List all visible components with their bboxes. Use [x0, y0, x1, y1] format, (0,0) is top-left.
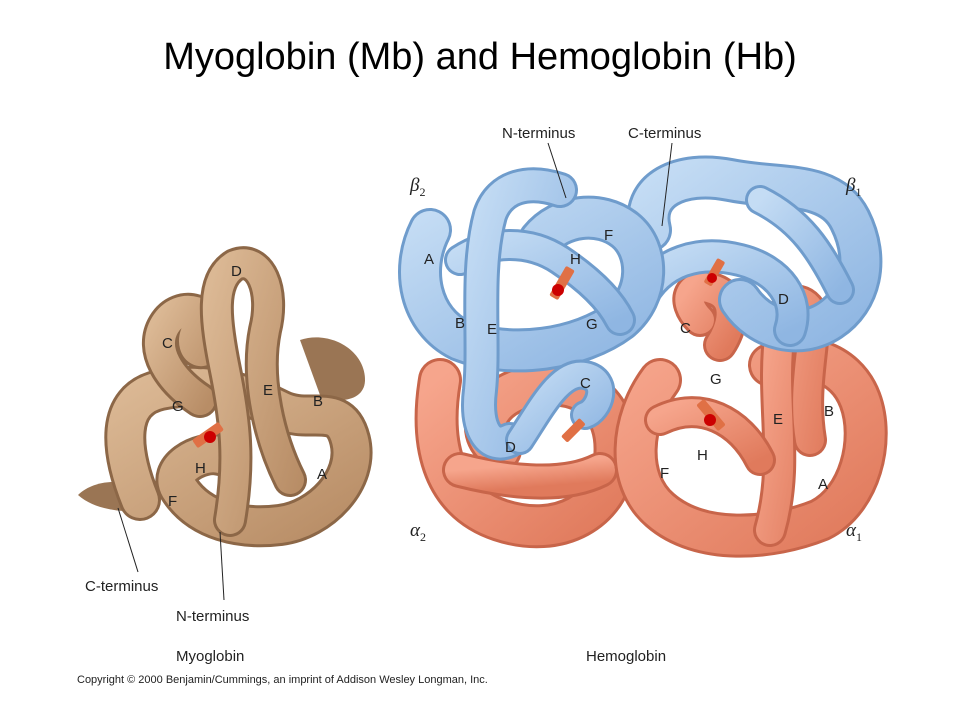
mb-helix-g-label: G — [172, 398, 184, 415]
slide-title: Myoglobin (Mb) and Hemoglobin (Hb) — [163, 36, 797, 78]
myoglobin-heme — [192, 422, 224, 448]
hb-beta1-label: β1 — [845, 175, 861, 199]
hb-alpha2-subunit — [414, 358, 638, 549]
hb-a1-helix-d-label: D — [778, 291, 789, 308]
hb-alpha2-heme — [561, 418, 585, 442]
hb-a1-helix-c-label: C — [680, 320, 691, 337]
hb-a1-helix-e-label: E — [773, 411, 783, 428]
hb-a1-helix-a-label: A — [818, 476, 828, 493]
mb-c-terminus-leader — [117, 507, 139, 573]
hb-alpha2-label: α2 — [410, 520, 426, 544]
hb-alpha1-helix-labels: C D G E B F H A — [660, 291, 834, 493]
mb-helix-d-label: D — [231, 263, 242, 280]
hb-alpha1-label: α1 — [846, 520, 862, 544]
hemoglobin-caption: Hemoglobin — [586, 648, 666, 665]
myoglobin-caption: Myoglobin — [176, 648, 244, 665]
hb-b2-helix-f-label: F — [604, 227, 613, 244]
hb-subunit-labels: β2 β1 α2 α1 — [409, 175, 862, 544]
mb-helix-c-label: C — [162, 335, 173, 352]
hb-n-terminus-label: N-terminus — [502, 125, 575, 142]
hb-b2-helix-a-label: A — [424, 251, 434, 268]
hb-c-terminus-leader — [661, 142, 673, 227]
mb-helix-b-label: B — [313, 393, 323, 410]
hb-a1-helix-f-label: F — [660, 465, 669, 482]
hb-alpha1-heme — [697, 399, 725, 431]
hb-a1-helix-g-label: G — [710, 371, 722, 388]
mb-n-terminus-label: N-terminus — [176, 608, 249, 625]
mb-n-terminus-leader — [219, 531, 225, 601]
myoglobin-structure — [78, 246, 373, 548]
hb-beta2-heme — [549, 266, 575, 300]
mb-helix-h-label: H — [195, 460, 206, 477]
myoglobin-helix-labels: A B C D E F G H — [162, 263, 327, 510]
hb-a1-helix-h-label: H — [697, 447, 708, 464]
hb-a1-helix-b-label: B — [824, 403, 834, 420]
hb-beta1-heme — [704, 258, 725, 286]
hb-b2-helix-c-label: C — [580, 375, 591, 392]
mb-c-terminus-label: C-terminus — [85, 578, 158, 595]
hemoglobin-structure — [398, 155, 888, 558]
hb-b2-helix-d-label: D — [505, 439, 516, 456]
hb-b2-helix-g-label: G — [586, 316, 598, 333]
mb-helix-a-label: A — [317, 466, 327, 483]
hb-beta2-subunit — [398, 167, 666, 461]
hb-b2-helix-h-label: H — [570, 251, 581, 268]
mb-helix-e-label: E — [263, 382, 273, 399]
hb-beta2-helix-labels: A B E F H G C D — [424, 227, 613, 456]
mb-helix-f-label: F — [168, 493, 177, 510]
hb-n-terminus-leader — [547, 142, 567, 199]
hb-c-terminus-label: C-terminus — [628, 125, 701, 142]
hb-b2-helix-b-label: B — [455, 315, 465, 332]
hb-beta2-label: β2 — [409, 175, 425, 199]
copyright-notice: Copyright © 2000 Benjamin/Cummings, an i… — [77, 674, 488, 686]
hb-beta1-subunit — [623, 155, 883, 353]
myoglobin-back-lobe — [300, 337, 365, 400]
hb-b2-helix-e-label: E — [487, 321, 497, 338]
